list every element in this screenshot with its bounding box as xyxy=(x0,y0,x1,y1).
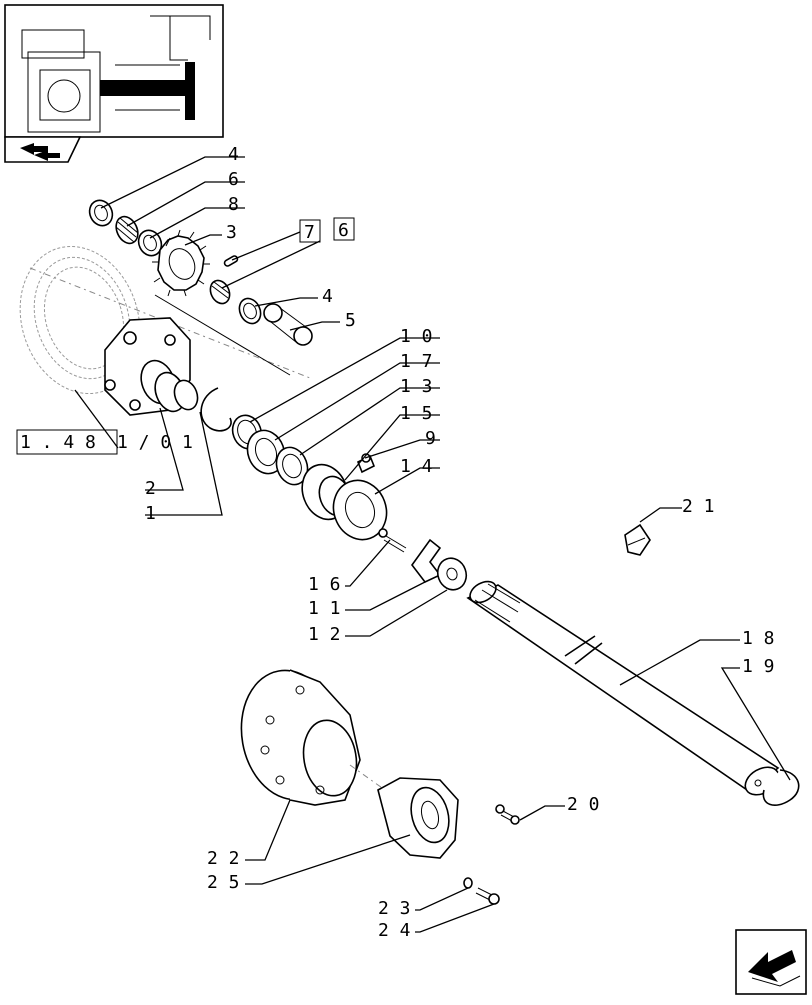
label-17: 1 7 xyxy=(400,351,433,372)
part-11-tab-washer xyxy=(411,538,442,583)
label-11: 1 1 xyxy=(308,598,341,619)
label-4: 4 xyxy=(228,144,239,165)
part-20-bolt xyxy=(495,804,520,825)
part-7-pin xyxy=(223,255,239,267)
label-19: 1 9 xyxy=(742,656,775,677)
return-arrow-icon[interactable] xyxy=(735,929,807,995)
label-7: 7 xyxy=(304,222,315,243)
label-23: 2 3 xyxy=(378,898,411,919)
part-2-hub xyxy=(104,317,199,416)
part-13-bearing xyxy=(275,446,309,486)
label-21: 2 1 xyxy=(682,496,715,517)
part-9-grease-nipple xyxy=(356,453,376,474)
double-arrow-icon[interactable] xyxy=(4,136,82,163)
part-4-ring xyxy=(88,199,114,227)
label-20: 2 0 xyxy=(567,794,600,815)
leader-lines xyxy=(74,156,791,933)
reference-suffix[interactable]: 1 / 0 1 xyxy=(117,432,193,453)
label-12: 1 2 xyxy=(308,624,341,645)
label-5: 5 xyxy=(345,310,356,331)
label-3: 3 xyxy=(226,222,237,243)
label-25: 2 5 xyxy=(207,872,240,893)
label-6: 6 xyxy=(228,169,239,190)
overview-thumbnail[interactable] xyxy=(4,4,224,138)
part-5-shaft xyxy=(263,303,313,346)
part-17-bearing xyxy=(246,429,286,475)
label-13: 1 3 xyxy=(400,376,433,397)
label-15: 1 5 xyxy=(400,403,433,424)
part-25-bush xyxy=(377,777,459,859)
label-4-lower: 4 xyxy=(322,286,333,307)
label-1: 1 xyxy=(145,503,156,524)
label-10: 1 0 xyxy=(400,326,433,347)
part-4-ring-lower xyxy=(238,297,262,325)
label-6-box xyxy=(333,217,355,241)
label-16: 1 6 xyxy=(308,574,341,595)
reference-link[interactable]: 1 . 4 8 1 / 0 1 xyxy=(16,429,193,455)
reference-page[interactable]: 1 . 4 8 xyxy=(20,432,96,453)
part-14-seal xyxy=(332,479,388,541)
label-22: 2 2 xyxy=(207,848,240,869)
ring-gear-ghost xyxy=(19,245,141,395)
part-24-bolt xyxy=(475,887,500,905)
label-9: 9 xyxy=(425,428,436,449)
part-8-washer xyxy=(137,229,163,257)
label-6-boxed: 6 xyxy=(338,220,349,241)
part-18-axle-shaft xyxy=(466,580,780,796)
part-3-pinion-gear xyxy=(152,229,210,297)
label-8: 8 xyxy=(228,194,239,215)
part-23-washer xyxy=(463,877,473,889)
part-21-cap xyxy=(624,523,651,556)
part-16-bolt xyxy=(378,528,407,553)
label-24: 2 4 xyxy=(378,920,411,941)
label-14: 1 4 xyxy=(400,456,433,477)
part-1-circlip xyxy=(200,387,232,432)
part-22-wheel-hub xyxy=(240,669,361,806)
label-18: 1 8 xyxy=(742,628,775,649)
label-2: 2 xyxy=(145,478,156,499)
part-12-washer xyxy=(436,557,468,591)
